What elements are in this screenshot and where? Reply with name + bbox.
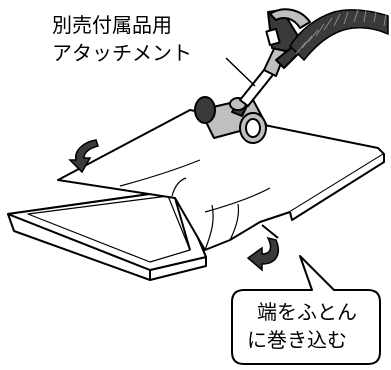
- callout-bubble: [231, 255, 381, 365]
- futon-tuck-label-line2: に巻き込む: [247, 328, 347, 352]
- futon-tuck-label-line1: 端をふとん: [257, 300, 357, 324]
- vacuum-hose-icon: [289, 9, 389, 62]
- attachment-label-line1: 別売付属品用: [52, 13, 172, 37]
- attachment-label-line2: アタッチメント: [52, 41, 192, 65]
- rotation-arrow-icon: [246, 224, 280, 272]
- rotation-arrow-icon: [68, 139, 99, 174]
- futon-illustration: [7, 109, 385, 281]
- callout-leader-top: [225, 57, 256, 87]
- vacuum-handle-icon: [239, 8, 311, 107]
- attachment-nozzle-icon: [194, 96, 267, 144]
